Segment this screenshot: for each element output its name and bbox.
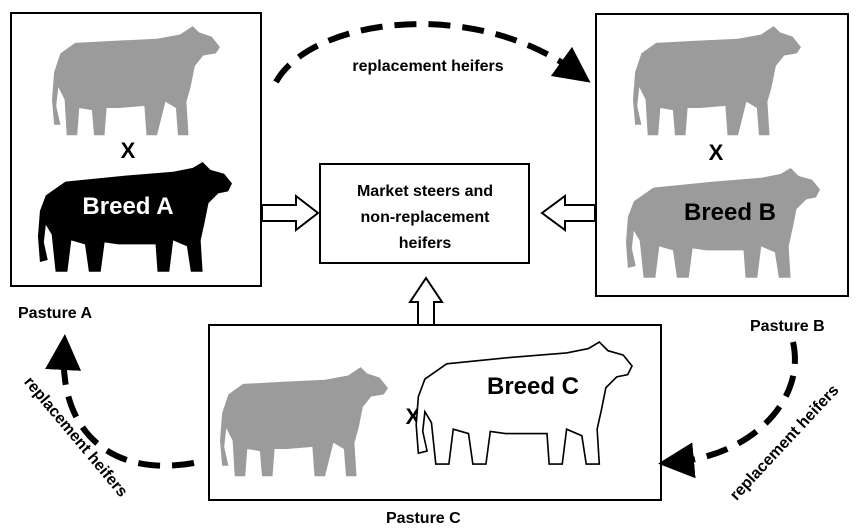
pasture-a-label: Pasture A — [18, 305, 93, 322]
market-box-line-2: non-replacement — [361, 209, 491, 226]
bull-icon-breed-c — [415, 341, 633, 465]
breed-b-label: Breed B — [684, 199, 776, 226]
arrow-b-to-market — [540, 194, 596, 232]
cow-icon-pasture-b — [633, 26, 801, 136]
cow-icon-pasture-c — [220, 367, 388, 477]
pasture-c-label: Pasture C — [386, 510, 461, 527]
pasture-a-box — [10, 12, 262, 287]
flow-c-to-a-label: replacement heifers — [20, 374, 130, 501]
arrow-a-to-market — [261, 193, 320, 233]
cross-symbol-a: X — [121, 138, 136, 163]
pasture-b-box — [595, 13, 849, 297]
market-box-line-1: Market steers and — [357, 183, 493, 200]
breed-a-label: Breed A — [82, 193, 173, 220]
cross-symbol-b: X — [709, 140, 724, 165]
pasture-b-label: Pasture B — [750, 318, 825, 335]
cow-icon-pasture-a — [52, 26, 220, 136]
flow-c-to-a-arrow — [45, 334, 195, 469]
flow-b-to-c-arrow — [658, 341, 798, 479]
market-box-line-3: heifers — [399, 235, 452, 252]
breed-c-label: Breed C — [487, 373, 579, 400]
arrow-c-to-market — [408, 276, 444, 326]
flow-a-to-b-arrow — [273, 21, 591, 84]
market-box — [319, 163, 530, 264]
flow-a-to-b-label: replacement heifers — [352, 58, 503, 75]
